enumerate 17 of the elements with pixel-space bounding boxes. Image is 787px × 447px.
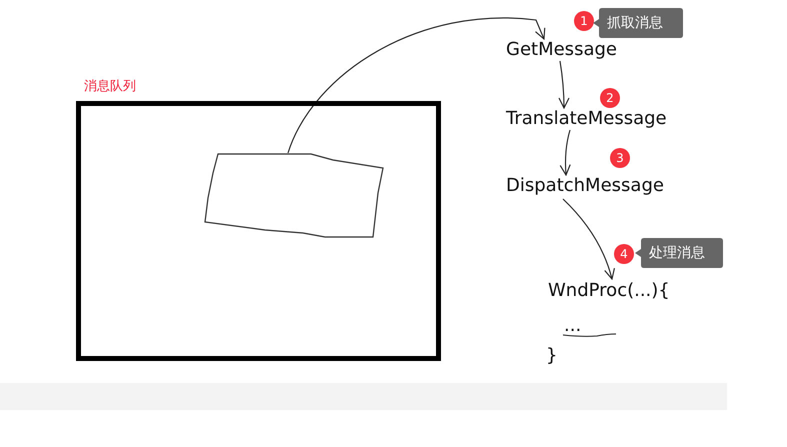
arrow <box>560 130 571 176</box>
tooltip: 抓取消息 <box>591 8 683 38</box>
queue-title: 消息队列 <box>84 78 136 96</box>
arrow <box>558 60 570 109</box>
function-name: GetMessage <box>506 39 617 61</box>
function-name: TranslateMessage <box>506 108 667 130</box>
number-badge: 4 <box>614 244 634 264</box>
number-badge: 1 <box>574 11 594 31</box>
function-name: DispatchMessage <box>506 175 664 197</box>
tooltip: 处理消息 <box>633 238 723 268</box>
code-text: } <box>546 345 558 367</box>
number-badge: 3 <box>610 148 630 168</box>
code-line: WndProc(...){ <box>548 280 670 302</box>
arrow <box>562 198 615 280</box>
code-text: ... <box>564 315 582 337</box>
arrow <box>287 17 546 154</box>
number-badge: 2 <box>600 88 620 108</box>
